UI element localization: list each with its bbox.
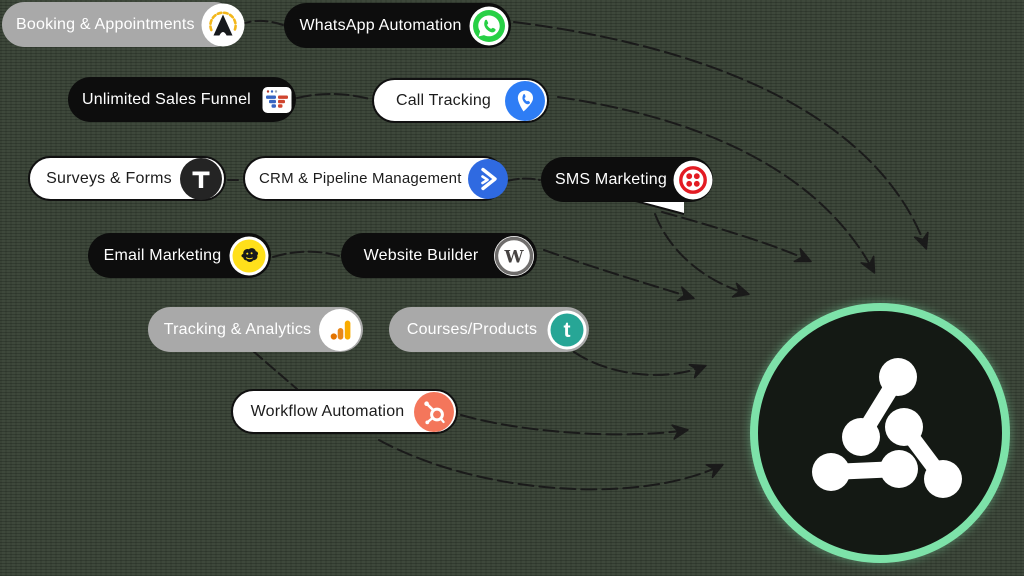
connector-email-website bbox=[272, 250, 340, 258]
mailchimp-icon bbox=[229, 236, 269, 276]
pill-label: Unlimited Sales Funnel bbox=[82, 90, 251, 108]
pill-label: WhatsApp Automation bbox=[299, 16, 462, 34]
connector-crm-sms bbox=[506, 177, 541, 182]
pill-label: Surveys & Forms bbox=[46, 169, 172, 187]
hub-circle bbox=[748, 301, 1012, 565]
pill-label: Email Marketing bbox=[103, 246, 222, 264]
pill-whatsapp-automation: WhatsApp Automation bbox=[284, 3, 511, 48]
pill-label: SMS Marketing bbox=[555, 170, 667, 188]
pill-booking-appointments: Booking & Appointments bbox=[2, 2, 245, 47]
arrow-website-hub bbox=[543, 249, 695, 302]
call-tracking-pin-icon bbox=[505, 80, 545, 121]
svg-text:W: W bbox=[503, 247, 524, 267]
pill-label: CRM & Pipeline Management bbox=[259, 170, 462, 187]
pill-label: Tracking & Analytics bbox=[163, 320, 312, 338]
pill-website-builder: Website Builder W bbox=[341, 233, 537, 278]
connector-tracking-workflow bbox=[252, 350, 298, 390]
typeform-icon bbox=[180, 157, 222, 200]
pill-workflow-automation: Workflow Automation bbox=[231, 389, 458, 434]
clickfunnels-icon bbox=[257, 80, 297, 120]
svg-text:t: t bbox=[564, 319, 571, 342]
pill-email-marketing: Email Marketing bbox=[88, 233, 271, 278]
google-analytics-icon bbox=[319, 308, 361, 351]
pill-surveys-forms: Surveys & Forms bbox=[28, 156, 226, 201]
whatsapp-icon bbox=[469, 6, 509, 46]
arrow-sms-hub-lower bbox=[654, 213, 750, 298]
pill-label: Call Tracking bbox=[395, 91, 492, 109]
booking-appointments-icon bbox=[201, 3, 245, 47]
molecule-network-logo bbox=[750, 303, 1010, 563]
wordpress-icon: W bbox=[493, 235, 535, 277]
arrow-sms-hub-upper bbox=[661, 211, 812, 263]
pill-crm-pipeline-management: CRM & Pipeline Management bbox=[243, 156, 508, 201]
arrow-calltracking-hub bbox=[557, 96, 876, 274]
pill-call-tracking: Call Tracking bbox=[372, 78, 549, 123]
arrow-courses-hub bbox=[573, 351, 707, 379]
twilio-icon bbox=[673, 160, 713, 200]
arrow-workflow-hub-upper bbox=[460, 414, 689, 440]
pill-label: Booking & Appointments bbox=[16, 15, 195, 33]
arrow-workflow-hub-lower bbox=[378, 439, 724, 491]
pill-label: Courses/Products bbox=[406, 320, 538, 338]
pill-label: Website Builder bbox=[363, 246, 479, 264]
pill-tracking-analytics: Tracking & Analytics bbox=[148, 307, 363, 352]
arrow-whatsapp-hub bbox=[513, 21, 929, 250]
teachable-icon: t bbox=[547, 310, 587, 350]
connector-booking-whatsapp bbox=[238, 19, 284, 26]
pill-unlimited-sales-funnel: Unlimited Sales Funnel bbox=[68, 77, 296, 122]
activecampaign-icon bbox=[467, 158, 508, 199]
connector-funnel-calltracking bbox=[296, 92, 371, 100]
pill-label: Workflow Automation bbox=[250, 402, 405, 420]
pill-courses-products: Courses/Products t bbox=[389, 307, 589, 352]
pill-sms-marketing: SMS Marketing bbox=[541, 157, 713, 202]
hubspot-icon bbox=[414, 391, 454, 432]
